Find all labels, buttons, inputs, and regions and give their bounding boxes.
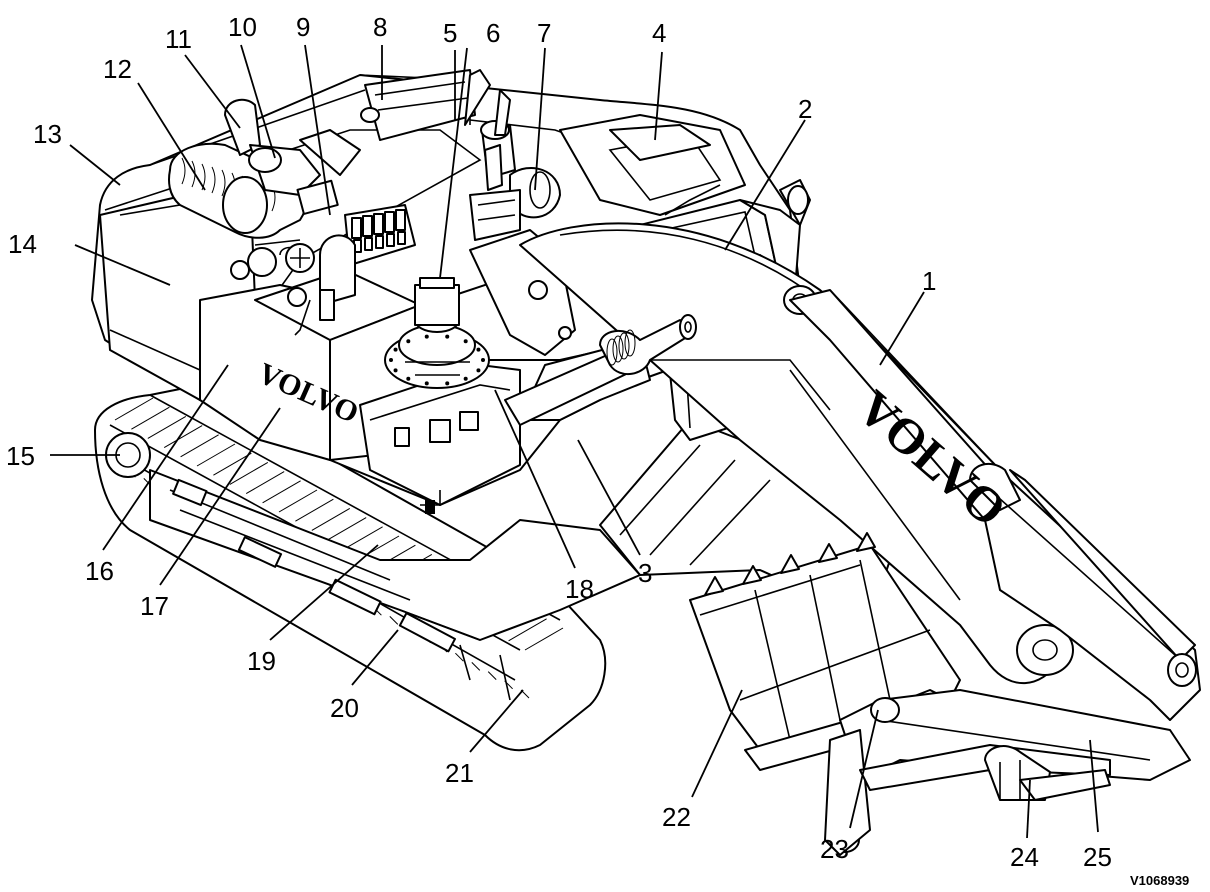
callout-6: 6 <box>486 18 500 48</box>
swing-motor <box>384 277 490 389</box>
callout-20: 20 <box>330 693 359 723</box>
callout-15: 15 <box>6 441 35 471</box>
callout-3: 3 <box>638 558 652 588</box>
callout-16: 16 <box>85 556 114 586</box>
boom-cylinder <box>504 314 697 426</box>
callout-21: 21 <box>445 758 474 788</box>
callout-5: 5 <box>443 18 457 48</box>
bucket-linkage <box>824 689 1191 856</box>
arm <box>789 289 1201 721</box>
undercarriage <box>105 432 641 701</box>
callout-19: 19 <box>247 646 276 676</box>
engine-compartment <box>168 98 416 336</box>
rear-components <box>360 69 711 241</box>
figure-id: V1068939 <box>1130 873 1189 888</box>
callout-7: 7 <box>537 18 551 48</box>
callout-17: 17 <box>140 591 169 621</box>
callout-12: 12 <box>103 54 132 84</box>
callout-13: 13 <box>33 119 62 149</box>
callout-23: 23 <box>820 834 849 864</box>
callout-24: 24 <box>1010 842 1039 872</box>
callout-22: 22 <box>662 802 691 832</box>
callout-10: 10 <box>228 12 257 42</box>
callout-14: 14 <box>8 229 37 259</box>
callout-8: 8 <box>373 12 387 42</box>
callout-9: 9 <box>296 12 310 42</box>
callout-4: 4 <box>652 18 666 48</box>
callout-25: 25 <box>1083 842 1112 872</box>
callout-1: 1 <box>922 266 936 296</box>
callout-11: 11 <box>165 24 192 54</box>
callout-18: 18 <box>565 574 594 604</box>
callout-labels: 1 2 3 4 5 6 7 8 9 10 11 12 13 14 15 16 1… <box>6 12 1112 872</box>
leader-lines <box>50 44 1099 839</box>
callout-2: 2 <box>798 94 812 124</box>
